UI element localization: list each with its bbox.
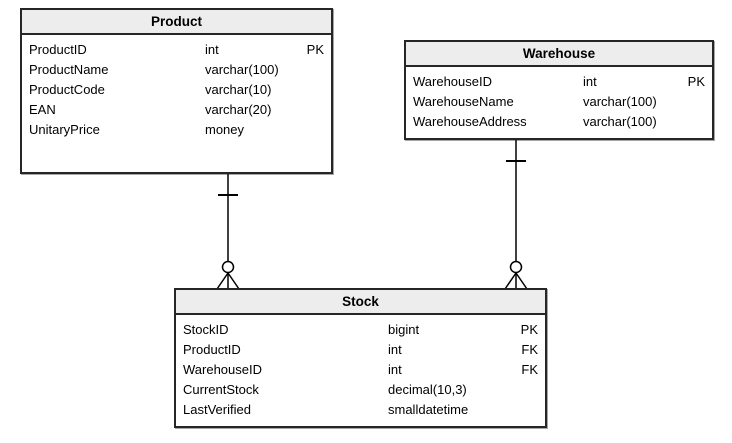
attr-name: UnitaryPrice bbox=[29, 122, 100, 137]
crows-foot-icon bbox=[504, 272, 528, 290]
attr-name: CurrentStock bbox=[183, 382, 259, 397]
attr-key bbox=[677, 92, 705, 112]
attr-type: varchar(100) bbox=[583, 114, 657, 129]
attr-row: WarehouseID int FK bbox=[183, 360, 538, 380]
entity-product-attributes: ProductID int PK ProductName varchar(100… bbox=[22, 35, 331, 140]
attr-name: ProductID bbox=[29, 42, 87, 57]
attr-key: PK bbox=[520, 322, 538, 337]
attr-key: FK bbox=[521, 342, 538, 357]
attr-type: smalldatetime bbox=[388, 402, 469, 417]
attr-type: int bbox=[205, 42, 219, 57]
attr-type: bigint bbox=[388, 322, 420, 337]
attr-type: varchar(20) bbox=[205, 102, 272, 117]
attr-key bbox=[510, 400, 538, 420]
attr-name: EAN bbox=[29, 102, 56, 117]
entity-warehouse-attributes: WarehouseID int PK WarehouseName varchar… bbox=[406, 67, 712, 132]
attr-row: ProductName varchar(100) bbox=[29, 60, 324, 80]
attr-row: LastVerified smalldatetime bbox=[183, 400, 538, 420]
attr-type: int bbox=[388, 362, 402, 377]
attr-type: varchar(100) bbox=[205, 62, 279, 77]
entity-stock-title: Stock bbox=[176, 290, 545, 315]
attr-row: WarehouseAddress varchar(100) bbox=[413, 112, 705, 132]
attr-type: varchar(10) bbox=[205, 82, 272, 97]
attr-key bbox=[510, 380, 538, 400]
attr-row: EAN varchar(20) bbox=[29, 100, 324, 120]
attr-row: WarehouseID int PK bbox=[413, 72, 705, 92]
attr-row: WarehouseName varchar(100) bbox=[413, 92, 705, 112]
attr-row: ProductID int PK bbox=[29, 40, 324, 60]
attr-key: PK bbox=[306, 42, 324, 57]
attr-type: int bbox=[388, 342, 402, 357]
attr-name: ProductName bbox=[29, 62, 109, 77]
connector-product-stock bbox=[216, 174, 240, 290]
entity-product-title: Product bbox=[22, 10, 331, 35]
attr-key bbox=[296, 100, 324, 120]
entity-warehouse-title: Warehouse bbox=[406, 42, 712, 67]
attr-key bbox=[296, 60, 324, 80]
entity-product[interactable]: Product ProductID int PK ProductName var… bbox=[20, 8, 333, 174]
attr-key bbox=[677, 112, 705, 132]
connector-warehouse-stock bbox=[504, 140, 528, 290]
attr-name: WarehouseID bbox=[183, 362, 262, 377]
crows-foot-icon bbox=[216, 272, 240, 290]
attr-row: ProductCode varchar(10) bbox=[29, 80, 324, 100]
cardinality-zero-circle-icon bbox=[221, 260, 235, 274]
attr-row: UnitaryPrice money bbox=[29, 120, 324, 140]
attr-key bbox=[296, 80, 324, 100]
attr-key: PK bbox=[687, 74, 705, 89]
attr-name: StockID bbox=[183, 322, 229, 337]
attr-row: ProductID int FK bbox=[183, 340, 538, 360]
attr-name: LastVerified bbox=[183, 402, 251, 417]
attr-name: WarehouseName bbox=[413, 94, 514, 109]
attr-name: ProductCode bbox=[29, 82, 105, 97]
attr-type: decimal(10,3) bbox=[388, 382, 467, 397]
cardinality-zero-circle-icon bbox=[509, 260, 523, 274]
attr-type: int bbox=[583, 74, 597, 89]
entity-stock[interactable]: Stock StockID bigint PK ProductID int FK… bbox=[174, 288, 547, 428]
attr-type: money bbox=[205, 122, 245, 137]
attr-name: WarehouseID bbox=[413, 74, 492, 89]
attr-name: WarehouseAddress bbox=[413, 114, 527, 129]
entity-warehouse[interactable]: Warehouse WarehouseID int PK WarehouseNa… bbox=[404, 40, 714, 140]
attr-type: varchar(100) bbox=[583, 94, 657, 109]
attr-row: CurrentStock decimal(10,3) bbox=[183, 380, 538, 400]
attr-key bbox=[296, 120, 324, 140]
attr-name: ProductID bbox=[183, 342, 241, 357]
attr-key: FK bbox=[521, 362, 538, 377]
attr-row: StockID bigint PK bbox=[183, 320, 538, 340]
entity-stock-attributes: StockID bigint PK ProductID int FK Wareh… bbox=[176, 315, 545, 420]
